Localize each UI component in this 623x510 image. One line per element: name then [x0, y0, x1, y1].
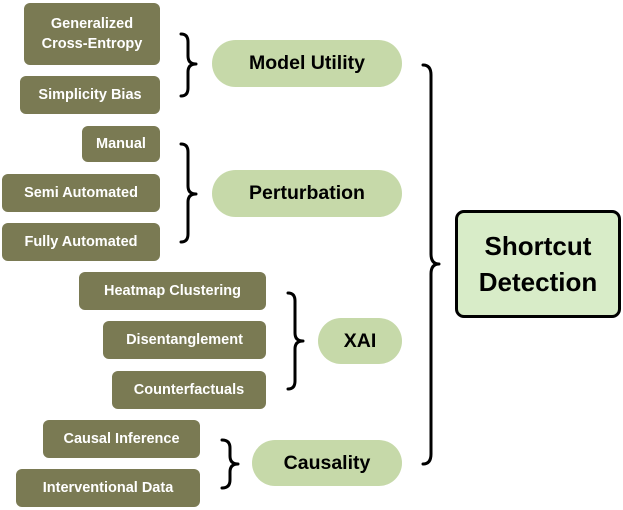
method-semi-automated: Semi Automated — [2, 174, 160, 212]
brace-model-utility — [179, 32, 198, 98]
method-manual: Manual — [82, 126, 160, 162]
category-xai: XAI — [318, 318, 402, 364]
brace-xai — [286, 291, 305, 391]
method-interventional-data: Interventional Data — [16, 469, 200, 507]
method-disentanglement: Disentanglement — [103, 321, 266, 359]
root-title-line-1: Shortcut — [484, 231, 592, 261]
brace-perturbation — [179, 142, 198, 244]
method-counterfactuals: Counterfactuals — [112, 371, 266, 409]
root-shortcut-detection: Shortcut Detection — [455, 210, 621, 318]
brace-root — [421, 63, 441, 466]
method-causal-inference: Causal Inference — [43, 420, 200, 458]
category-causality: Causality — [252, 440, 402, 486]
category-model-utility: Model Utility — [212, 40, 402, 87]
method-simplicity-bias: Simplicity Bias — [20, 76, 160, 114]
brace-causality — [220, 438, 240, 490]
method-fully-automated: Fully Automated — [2, 223, 160, 261]
category-perturbation: Perturbation — [212, 170, 402, 217]
method-generalized-cross-entropy: Generalized Cross-Entropy — [24, 3, 160, 65]
method-heatmap-clustering: Heatmap Clustering — [79, 272, 266, 310]
root-title-line-2: Detection — [478, 267, 598, 297]
